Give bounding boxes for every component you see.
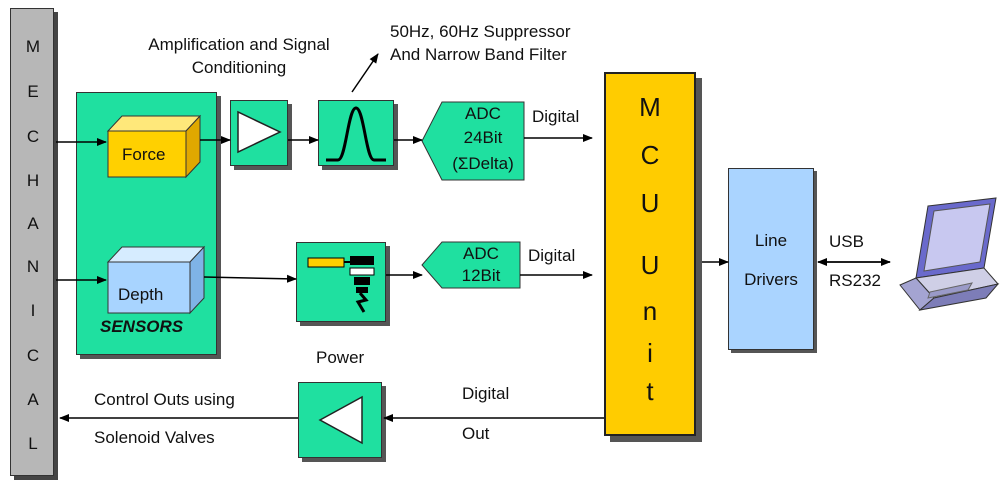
mechanical-letter: C [26,346,40,365]
force-label: Force [122,145,166,164]
mechanical-letter: L [28,434,38,453]
mcu-letter: t [646,376,654,406]
filter-caption-line-2: And Narrow Band Filter [390,45,567,64]
power-label: Power [316,348,365,367]
mcu-letter: C [640,140,660,170]
amp-caption-line-1: Amplification and Signal [148,35,330,54]
mcu-letter: M [639,92,661,122]
mechanical-letter: E [27,82,39,101]
adc1-label-2: 24Bit [463,128,503,147]
control-outs-label-2: Solenoid Valves [94,428,215,447]
bell-curve-icon [326,106,386,162]
line-drivers-block [728,168,814,350]
solenoid-mechanism-icon [307,256,375,313]
mcu-unit-block: M C U U n i t [604,72,696,436]
mcu-letter: U [640,188,660,218]
digital-label-2: Digital [528,246,576,265]
mechanical-letter: A [27,214,39,233]
amp-caption-line-2: Conditioning [191,58,287,77]
adc2-label-1: ADC [463,244,499,263]
adc2-label-2: 12Bit [461,266,501,285]
adc1-label-3: (ΣDelta) [452,154,514,173]
arrow-depth-to-block [203,274,297,283]
depth-label: Depth [118,285,164,304]
line-drivers-label-1: Line [754,231,788,250]
power-amplifier-triangle-icon [318,395,363,445]
mechanical-letter: C [26,127,40,146]
mechanical-bar: M E C H A N I C A L [10,8,54,476]
mechanical-letter: A [27,390,39,409]
arrow-filter-callout [351,53,379,93]
usb-label: USB [829,232,864,251]
force-sensor-box [106,114,202,179]
laptop-icon [899,197,1000,311]
filter-caption-line-1: 50Hz, 60Hz Suppressor [390,22,571,41]
depth-conditioning-block [296,242,386,322]
depth-sensor-box [106,245,206,315]
adc-12bit-block [421,241,521,289]
adc1-label-1: ADC [465,104,501,123]
control-outs-label-1: Control Outs using [94,390,235,409]
digital-label-1: Digital [532,107,580,126]
rs232-label: RS232 [829,271,881,290]
mcu-letter: U [640,250,660,280]
mcu-letter: n [642,296,658,326]
amplifier-triangle-icon [237,110,282,154]
mcu-letter: i [647,338,653,368]
mechanical-letter: M [25,37,41,56]
line-drivers-label-2: Drivers [744,270,798,289]
mechanical-letter: I [30,301,36,320]
digital-out-label-2: Out [462,424,490,443]
digital-out-label-1: Digital [462,384,510,403]
mechanical-letter: H [26,171,40,190]
filter-block [318,100,394,166]
sensors-label: SENSORS [100,317,184,336]
mechanical-letter: N [26,257,40,276]
adc-24bit-block [421,101,525,181]
